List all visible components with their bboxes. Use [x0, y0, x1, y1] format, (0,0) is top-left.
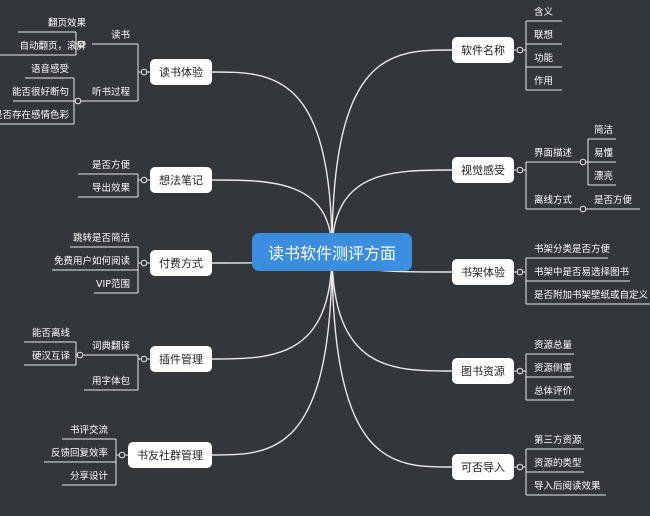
leaf-meaning[interactable]: 含义 [534, 7, 554, 18]
leaf-auto-scroll[interactable]: 自动翻页，滚屏 [19, 41, 86, 52]
leaf-import-effect[interactable]: 导入后阅读效果 [534, 481, 601, 492]
leaf-concise[interactable]: 简洁 [594, 125, 614, 136]
connector [211, 251, 333, 456]
collapse-dot [579, 158, 587, 166]
leaf-redirect[interactable]: 跳转是否简洁 [72, 233, 130, 244]
collapse-dot [516, 268, 524, 276]
leaf-offline[interactable]: 能否离线 [31, 328, 70, 339]
connector [211, 71, 333, 253]
connector [331, 251, 453, 468]
collapse-dot [140, 259, 148, 267]
leaf-sentence-break[interactable]: 能否很好断句 [11, 87, 69, 98]
leaf-offline-mode[interactable]: 离线方式 [534, 195, 573, 206]
topic-book-resources[interactable]: 图书资源 [452, 358, 514, 384]
collapse-dot [516, 367, 524, 375]
collapse-dot [579, 205, 587, 213]
collapse-dot [140, 68, 148, 76]
topic-notes[interactable]: 想法笔记 [150, 167, 212, 193]
leaf-listen[interactable]: 听书过程 [91, 87, 130, 98]
leaf-shelf-category[interactable]: 书架分类是否方便 [534, 244, 611, 255]
leaf-shelf-select[interactable]: 书架中是否易选择图书 [534, 267, 630, 278]
leaf-association[interactable]: 联想 [534, 30, 554, 41]
leaf-ui-description[interactable]: 界面描述 [534, 148, 573, 159]
leaf-offline-convenient[interactable]: 是否方便 [594, 195, 633, 206]
connector [211, 251, 333, 360]
leaf-translate[interactable]: 硬汉互译 [31, 351, 70, 362]
topic-reading-experience[interactable]: 读书体验 [150, 59, 212, 85]
collapse-dot [516, 46, 524, 54]
leaf-function[interactable]: 功能 [534, 53, 554, 64]
root-topic[interactable]: 读书软件测评方面 [252, 233, 412, 271]
leaf-export[interactable]: 导出效果 [91, 183, 130, 194]
leaf-free-user[interactable]: 免费用户如何阅读 [53, 256, 130, 267]
leaf-read[interactable]: 读书 [110, 30, 130, 41]
collapse-dot [516, 166, 524, 174]
leaf-resource-type[interactable]: 资源的类型 [534, 458, 582, 469]
collapse-dot [140, 176, 148, 184]
topic-software-name[interactable]: 软件名称 [452, 37, 514, 63]
topic-community[interactable]: 书友社群管理 [128, 442, 212, 468]
leaf-emotion[interactable]: 是否存在感情色彩 [0, 110, 69, 121]
collapse-dot [76, 351, 84, 359]
leaf-convenient[interactable]: 是否方便 [91, 160, 130, 171]
leaf-vip-scope[interactable]: VIP范围 [95, 279, 130, 290]
topic-plugins[interactable]: 插件管理 [150, 346, 212, 372]
leaf-page-turn[interactable]: 翻页效果 [47, 18, 86, 29]
leaf-easy[interactable]: 易懂 [594, 148, 614, 159]
collapse-dot [516, 463, 524, 471]
topic-visual-feel[interactable]: 视觉感受 [452, 157, 514, 183]
connector [331, 169, 453, 253]
leaf-share[interactable]: 分享设计 [69, 471, 108, 482]
leaf-overall-rating[interactable]: 总体评价 [534, 386, 573, 397]
collapse-dot [77, 40, 85, 48]
connector [331, 251, 453, 372]
topic-import[interactable]: 可否导入 [452, 454, 514, 480]
leaf-third-party[interactable]: 第三方资源 [534, 435, 582, 446]
connector [211, 179, 333, 253]
leaf-beautiful[interactable]: 漂亮 [594, 171, 614, 182]
topic-payment[interactable]: 付费方式 [150, 250, 212, 276]
leaf-resource-total[interactable]: 资源总量 [534, 340, 573, 351]
leaf-resource-focus[interactable]: 资源侧重 [534, 363, 573, 374]
leaf-review[interactable]: 书评交流 [69, 425, 108, 436]
collapse-dot [118, 451, 126, 459]
topic-bookshelf[interactable]: 书架体验 [452, 259, 514, 285]
leaf-purpose[interactable]: 作用 [534, 76, 554, 87]
leaf-shelf-wallpaper[interactable]: 是否附加书架壁纸或自定义 [534, 290, 649, 301]
leaf-dictionary[interactable]: 词典翻译 [91, 341, 130, 352]
collapse-dot [74, 97, 82, 105]
leaf-feedback[interactable]: 反馈回复效率 [50, 448, 108, 459]
leaf-font-pack[interactable]: 用字体包 [91, 376, 130, 387]
connector [331, 49, 453, 253]
leaf-voice[interactable]: 语音感受 [30, 64, 69, 75]
collapse-dot [140, 355, 148, 363]
